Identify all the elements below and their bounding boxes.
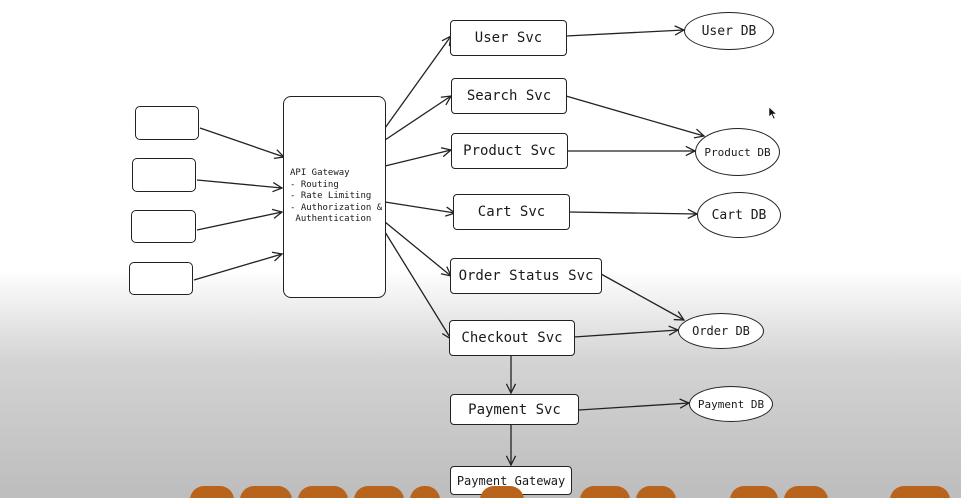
payment-svc-label: Payment Svc — [468, 401, 561, 418]
user-svc-label: User Svc — [474, 30, 543, 46]
arrow-order-status-svc-order-db — [600, 273, 684, 320]
payment-db: Payment DB — [689, 386, 773, 422]
arrow-gateway-checkout-svc — [384, 231, 451, 339]
arrow-user-svc-user-db — [565, 30, 684, 37]
arrow-client-2-gateway — [196, 179, 282, 188]
order-db: Order DB — [678, 313, 764, 349]
arrow-checkout-svc-order-db — [573, 330, 678, 338]
gateway-feature-rate-limiting: - Rate Limiting — [290, 191, 372, 202]
user-svc-box: User Svc — [450, 20, 567, 56]
arrow-gateway-cart-svc — [384, 201, 455, 213]
product-db: Product DB — [695, 128, 780, 176]
arrow-gateway-user-svc — [384, 36, 451, 129]
product-svc-box: Product Svc — [451, 133, 568, 169]
gateway-feature-routing: - Routing — [290, 179, 339, 190]
api-gateway-box: API Gateway - Routing - Rate Limiting - … — [283, 96, 386, 298]
arrow-client-3-gateway — [196, 212, 282, 231]
client-box — [129, 262, 193, 295]
payment-svc-box: Payment Svc — [450, 394, 579, 425]
arrow-payment-svc-payment-db — [578, 403, 689, 411]
cart-db: Cart DB — [697, 192, 781, 238]
client-box — [135, 106, 199, 140]
order-status-svc-label: Order Status Svc — [458, 268, 594, 284]
gateway-feature-authorization: - Authorization & — [290, 202, 383, 213]
cart-svc-label: Cart Svc — [477, 204, 546, 220]
search-svc-box: Search Svc — [451, 78, 567, 114]
order-status-svc-box: Order Status Svc — [450, 258, 602, 294]
gateway-feature-authentication: Authentication — [290, 214, 372, 225]
order-db-label: Order DB — [692, 324, 750, 338]
mouse-cursor-icon — [768, 106, 778, 120]
arrow-cart-svc-cart-db — [568, 212, 697, 214]
arrow-gateway-order-status-svc — [384, 221, 451, 276]
arrow-client-1-gateway — [199, 127, 284, 157]
arrow-client-4-gateway — [193, 254, 282, 281]
client-box — [131, 210, 196, 243]
checkout-svc-box: Checkout Svc — [449, 320, 575, 356]
cart-svc-box: Cart Svc — [453, 194, 570, 230]
payment-gateway-label: Payment Gateway — [456, 473, 566, 488]
search-svc-label: Search Svc — [466, 88, 552, 104]
user-db-label: User DB — [701, 23, 757, 39]
client-box — [132, 158, 196, 192]
cart-db-label: Cart DB — [711, 207, 767, 223]
product-svc-label: Product Svc — [463, 143, 556, 159]
user-db: User DB — [684, 12, 774, 50]
arrow-search-svc-product-db — [565, 95, 704, 136]
checkout-svc-label: Checkout Svc — [461, 330, 563, 346]
overlay-caption-partial — [190, 486, 961, 498]
arrow-gateway-search-svc — [384, 96, 451, 141]
arrow-gateway-product-svc — [384, 150, 451, 167]
gateway-title: API Gateway — [290, 168, 350, 179]
product-db-label: Product DB — [704, 145, 771, 159]
payment-db-label: Payment DB — [697, 397, 765, 411]
